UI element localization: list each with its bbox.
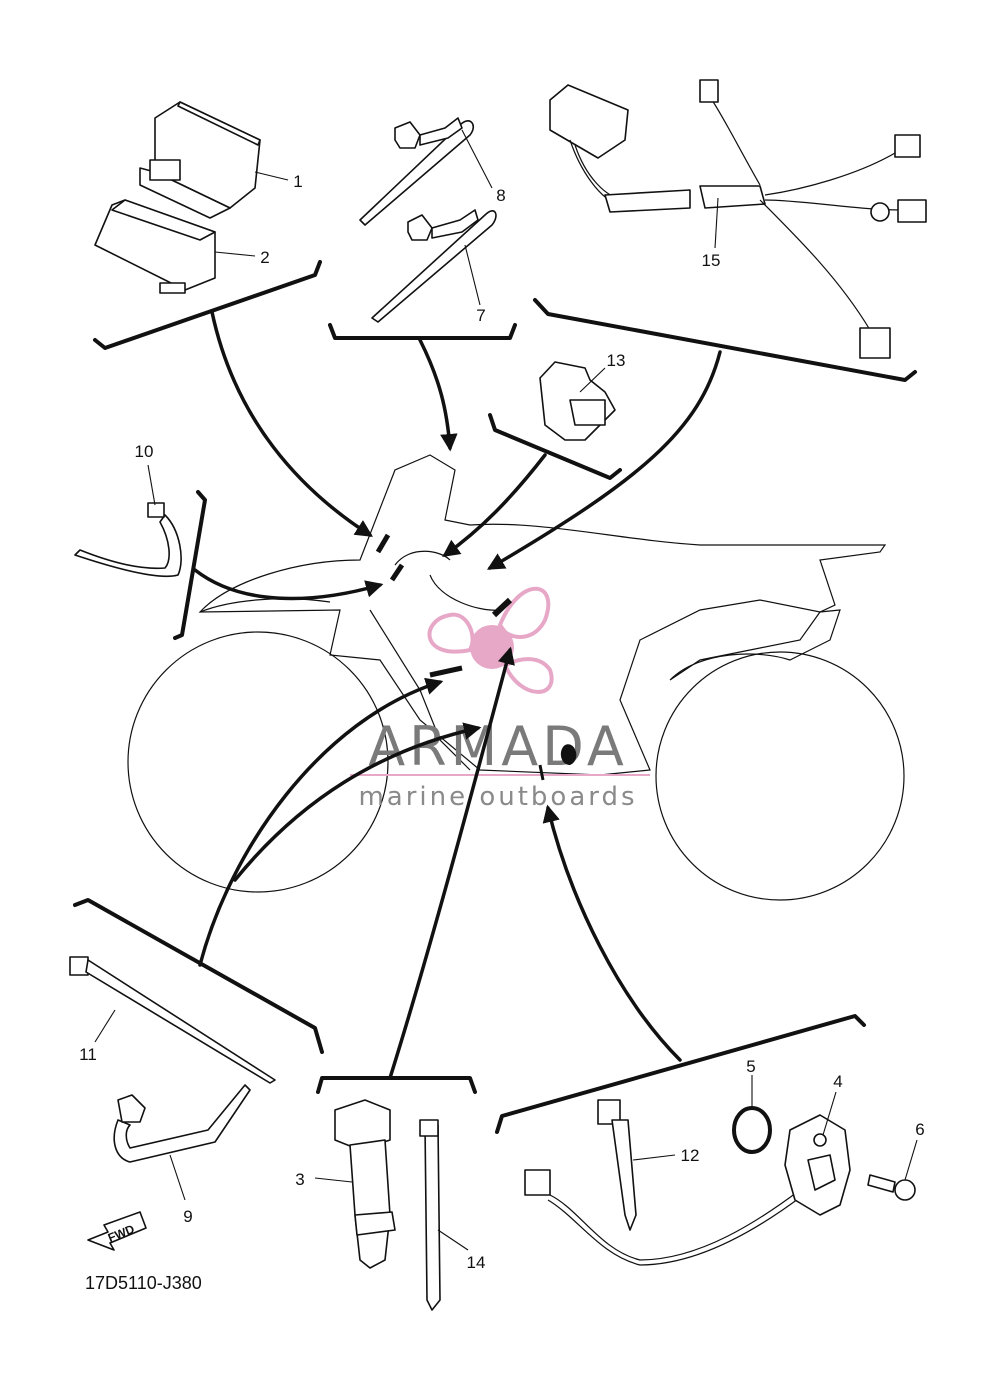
leader-arrow-9-11-b	[233, 722, 482, 882]
leader-arrow-9-11-a	[198, 677, 444, 967]
group-bracket-1-2	[93, 260, 322, 350]
group-bracket-3-14	[316, 1076, 477, 1094]
callout-2: 2	[260, 248, 269, 267]
part-cdi-unit	[139, 101, 261, 219]
part-band-9	[113, 1084, 251, 1163]
callout-9: 9	[183, 1207, 192, 1226]
callout-14: 14	[467, 1253, 486, 1272]
part-screw	[867, 1174, 916, 1201]
watermark-logo: ARMADA marine outboards	[350, 586, 650, 812]
motorcycle-outline	[127, 454, 905, 901]
leader-arrow-13	[442, 453, 547, 558]
part-holder-clamp	[539, 361, 616, 441]
part-cable-tie-14	[419, 1119, 441, 1311]
watermark-logo-blade	[427, 612, 475, 654]
part-connector-tie-12	[597, 1099, 637, 1231]
leader-arrow-3-14	[388, 646, 515, 1080]
front-fork-outline	[369, 609, 471, 771]
part-wire-harness	[549, 79, 927, 359]
callout-8: 8	[496, 186, 505, 205]
drawing-code: 17D5110-J380	[85, 1273, 202, 1293]
part-cable-tie-11	[69, 956, 276, 1084]
part-cable-tie-7	[371, 209, 497, 323]
group-bracket-4-6-12	[495, 1014, 866, 1134]
part-o-ring	[732, 1106, 772, 1154]
callout-3: 3	[295, 1170, 304, 1189]
callout-15: 15	[702, 251, 721, 270]
callout-leader-lines	[94, 129, 918, 1251]
part-band-10	[74, 502, 182, 578]
callout-11: 11	[79, 1045, 97, 1064]
harness-run	[394, 550, 501, 611]
leader-arrow-15	[486, 350, 722, 570]
leader-arrow-1-2	[210, 310, 373, 537]
watermark-logo-blade	[502, 657, 554, 694]
group-bracket-7-8	[328, 323, 517, 340]
callout-5: 5	[746, 1057, 755, 1076]
frame-outline	[198, 454, 887, 776]
part-cable-tie-8	[359, 117, 475, 226]
group-bracket-13	[488, 413, 622, 480]
group-bracket-15	[533, 298, 917, 382]
group-bracket-10	[173, 490, 207, 640]
callout-6: 6	[915, 1120, 924, 1139]
watermark-tagline: marine outboards	[358, 782, 637, 812]
rear-wheel-outline	[655, 651, 905, 901]
rear-fender-outline	[669, 609, 841, 681]
callout-12: 12	[681, 1146, 700, 1165]
watermark-logo-blade	[497, 586, 551, 639]
watermark-brand: ARMADA	[368, 715, 628, 778]
leader-arrow-10	[193, 568, 384, 601]
front-fender-outline	[199, 598, 331, 613]
callout-4: 4	[833, 1072, 842, 1091]
part-ignition-coil	[334, 1099, 396, 1269]
part-sensor	[524, 1114, 851, 1266]
callout-1: 1	[293, 172, 302, 191]
part-relay-cover	[94, 199, 216, 294]
leader-arrow-7-8	[418, 338, 458, 452]
callout-7: 7	[476, 306, 485, 325]
fwd-direction-indicator: FWD	[87, 1211, 147, 1251]
callout-10: 10	[135, 442, 154, 461]
front-wheel-outline	[127, 631, 389, 893]
connector-marks	[375, 533, 577, 781]
callout-13: 13	[607, 351, 626, 370]
leader-arrow-4-6-12	[542, 804, 682, 1062]
